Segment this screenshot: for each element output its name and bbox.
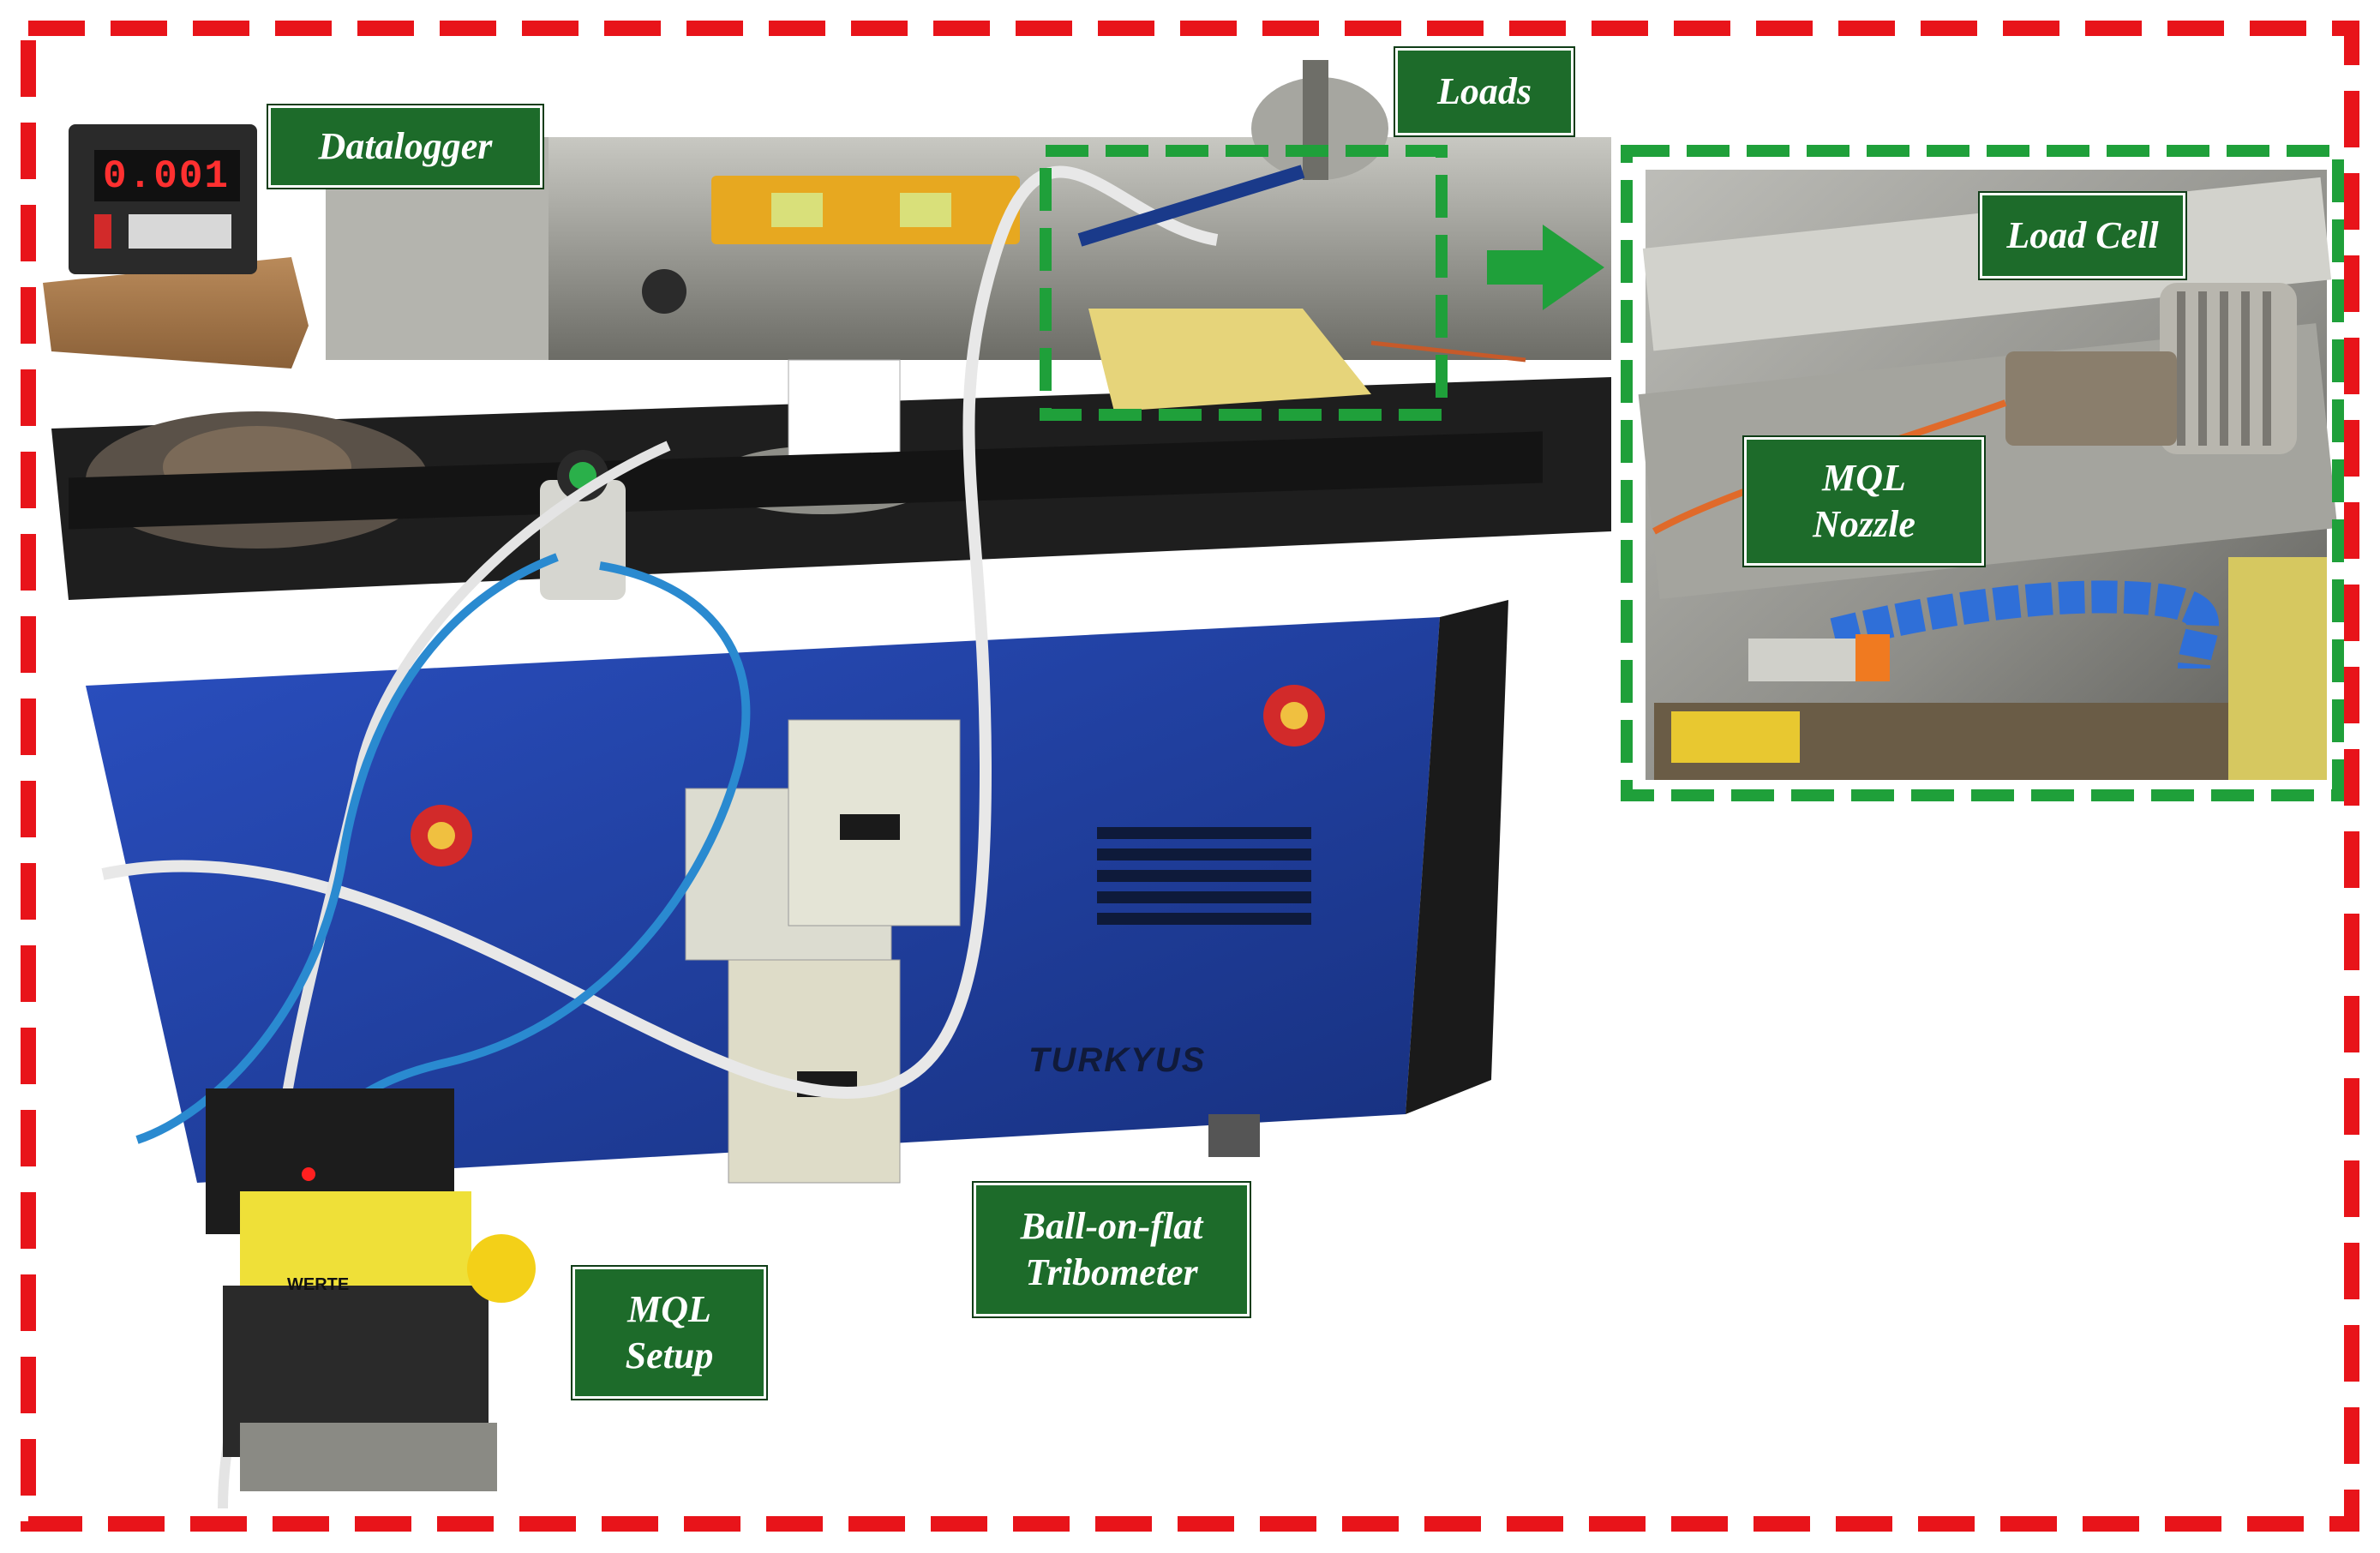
machine-side-panel xyxy=(1406,600,1508,1114)
mql-indicator-led xyxy=(302,1167,315,1181)
datalogger-display xyxy=(94,150,240,201)
caster-wheel xyxy=(1208,1114,1260,1157)
mql-yellow-label xyxy=(240,1191,471,1303)
vent-louvers xyxy=(1097,827,1311,925)
level-vial-2 xyxy=(900,193,951,227)
mql-setup-photo xyxy=(206,1088,536,1491)
datalogger-photo xyxy=(43,124,309,369)
datalogger-power-switch xyxy=(94,214,111,249)
load-rod xyxy=(1303,60,1328,180)
mql-fill-cap xyxy=(467,1234,536,1303)
label-ball-on-flat-tribometer: Ball-on-flat Tribometer xyxy=(972,1181,1251,1318)
datalogger-keypad xyxy=(129,214,231,249)
adjust-knob xyxy=(642,269,686,314)
spirit-level xyxy=(711,176,1020,244)
level-vial-1 xyxy=(771,193,823,227)
label-mql-nozzle: MQL Nozzle xyxy=(1742,435,1986,567)
detail-inset-frame xyxy=(1621,145,2344,801)
mql-manifold xyxy=(240,1423,497,1491)
label-load-cell: Load Cell xyxy=(1978,191,2187,280)
orange-wire xyxy=(1370,340,1526,363)
inset-fitting xyxy=(2005,351,2177,446)
loads-highlight-frame xyxy=(1040,145,1448,421)
black-frame-top xyxy=(69,431,1543,530)
arrow-right-icon xyxy=(1487,225,1604,310)
datalogger-readout: 0.001 xyxy=(103,154,231,199)
outer-dashed-frame xyxy=(21,21,2359,1532)
machine-brand-text: TURKYUS xyxy=(1028,1041,1207,1079)
wood-stand xyxy=(43,257,309,369)
white-air-hose xyxy=(101,165,1219,1099)
yellow-load-block xyxy=(1088,309,1371,411)
inset-bellows xyxy=(2177,291,2271,446)
inset-mql-nozzle-hose xyxy=(1830,580,2219,670)
blue-clamp xyxy=(1077,165,1305,247)
mql-brand-text: WERTE xyxy=(287,1275,350,1294)
label-mql-setup: MQL Setup xyxy=(571,1265,768,1400)
label-loads: Loads xyxy=(1394,46,1575,137)
label-datalogger: Datalogger xyxy=(267,104,544,189)
